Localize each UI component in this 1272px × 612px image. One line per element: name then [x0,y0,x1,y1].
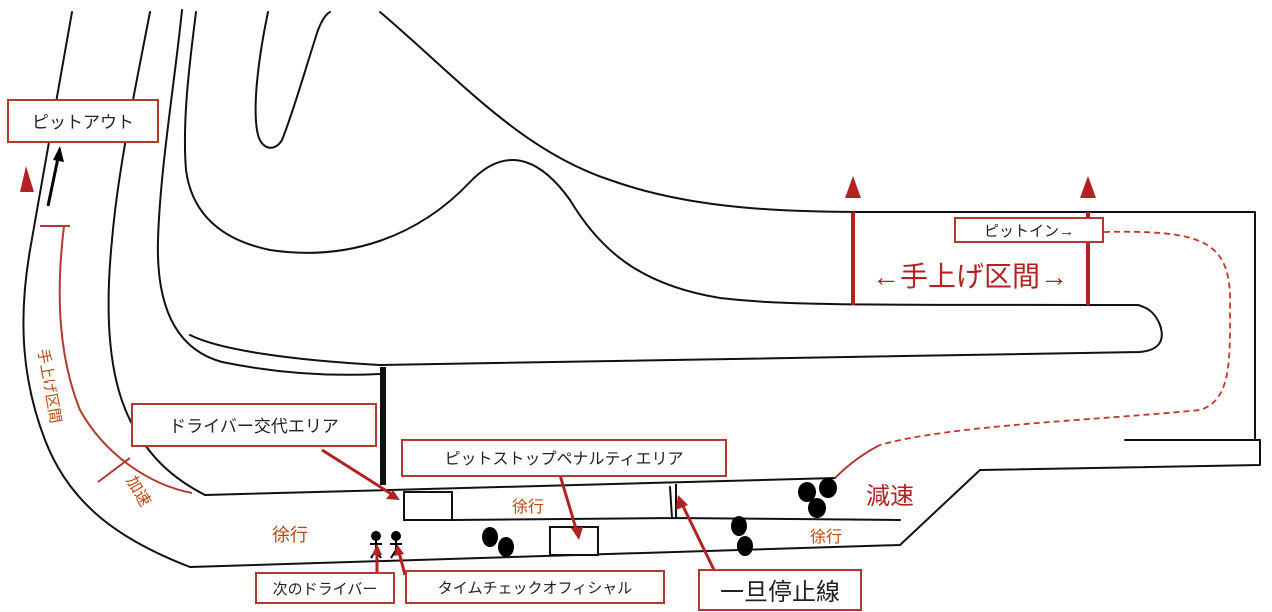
pit-in-label-box [954,217,1104,243]
next-driver-label: 次のドライバー [273,581,378,598]
pit-out-black-arrow-icon [53,146,64,162]
pit-out-red-arrow-icon [20,166,34,192]
pointer-time-official [394,544,407,576]
track-hairpin-tongue [254,11,331,149]
pointer-penalty-area [558,474,583,540]
slow-label-center: 徐行 [512,498,544,516]
pointer-stop-line [676,495,717,573]
time-official-label-box [405,570,665,604]
hand-up-zone-left-line [58,225,193,494]
time-official-label: タイムチェックオフィシャル [438,580,632,597]
pit-wall-upper [204,477,836,496]
decel-label: 減速 [866,483,914,510]
pit-out-label: ピットアウト [32,113,134,132]
pit-out-label-box [7,99,159,143]
stop-line-label-box [698,569,862,611]
driver-change-box [403,491,453,521]
next-driver-label-box [255,572,395,604]
stop-line-label: 一旦停止線 [720,579,840,606]
driver-change-label: ドライバー交代エリア [169,417,339,436]
pit-in-label: ピットイン→ [984,223,1074,240]
cones-mid-right [731,516,753,556]
track-right-wall [189,439,1261,568]
hand-up-zone-top-left-arrow-icon [845,176,861,198]
pointer-driver-change [321,448,400,500]
hand-up-zone-top-right-arrow-icon [1080,176,1096,198]
slow-label-right: 徐行 [810,528,842,546]
hand-up-zone-left-end-tick [97,457,131,483]
penalty-area-label: ピットストップペナルティエリア [444,450,683,468]
cones-center [482,527,514,557]
track-s-curve-left [156,9,381,376]
slow-label-left: 徐行 [272,525,308,545]
pit-in-path-dashed [879,230,1231,446]
cones-right [798,478,837,518]
track-outer-left-edge [22,11,191,568]
penalty-area-label-box [401,439,727,477]
hand-up-zone-top-label: ←手上げ区間→ [872,261,1068,292]
driver-change-label-box [131,403,377,447]
track-infield-bottom [189,304,1163,366]
pit-in-path-solid [834,444,881,479]
pit-out-black-arrow-shaft [46,157,60,207]
pit-inner-lane [451,486,901,521]
track-s-curve-inner [183,11,1139,306]
track-infield-top [379,11,1256,441]
hand-up-zone-left-label: 手上げ区間 [34,348,64,425]
